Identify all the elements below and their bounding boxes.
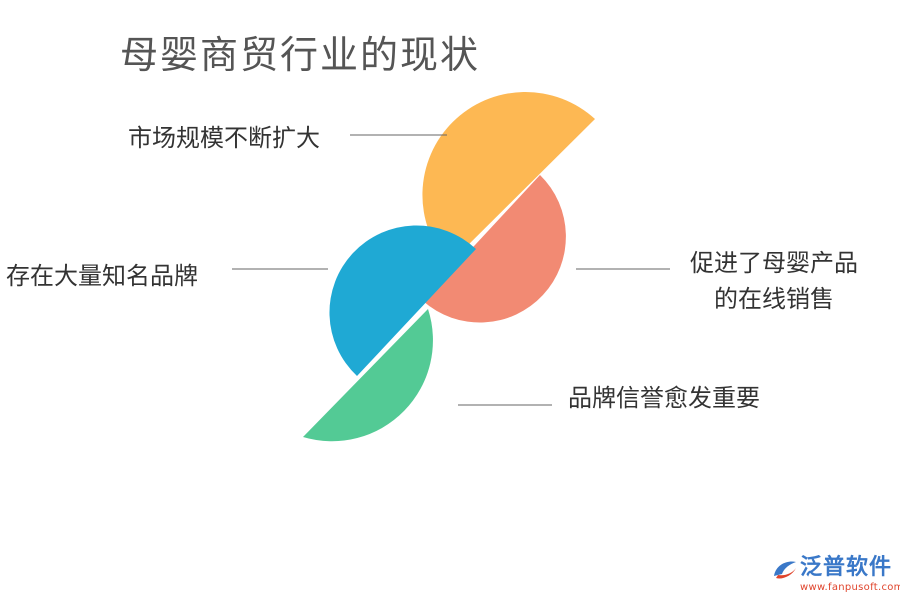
label-online-sales-line2: 的在线销售: [714, 285, 834, 313]
brand-logo: 泛普软件 www.fanpusoft.com: [770, 554, 900, 598]
page-title: 母婴商贸行业的现状: [120, 33, 481, 77]
label-online-sales-line1: 促进了母婴产品: [690, 249, 858, 277]
label-online-sales: 促进了母婴产品 的在线销售: [690, 245, 858, 317]
label-brands: 存在大量知名品牌: [6, 262, 198, 290]
label-market-size: 市场规模不断扩大: [128, 124, 320, 152]
logo-name: 泛普软件: [800, 555, 893, 580]
logo-swirl-icon: [774, 561, 796, 579]
segment-green: [303, 309, 433, 442]
segment-blue: [329, 225, 476, 376]
logo-url: www.fanpusoft.com: [800, 582, 900, 593]
label-brand-reputation: 品牌信誉愈发重要: [568, 384, 760, 412]
segment-salmon: [423, 175, 566, 323]
segment-yellow: [422, 91, 595, 264]
